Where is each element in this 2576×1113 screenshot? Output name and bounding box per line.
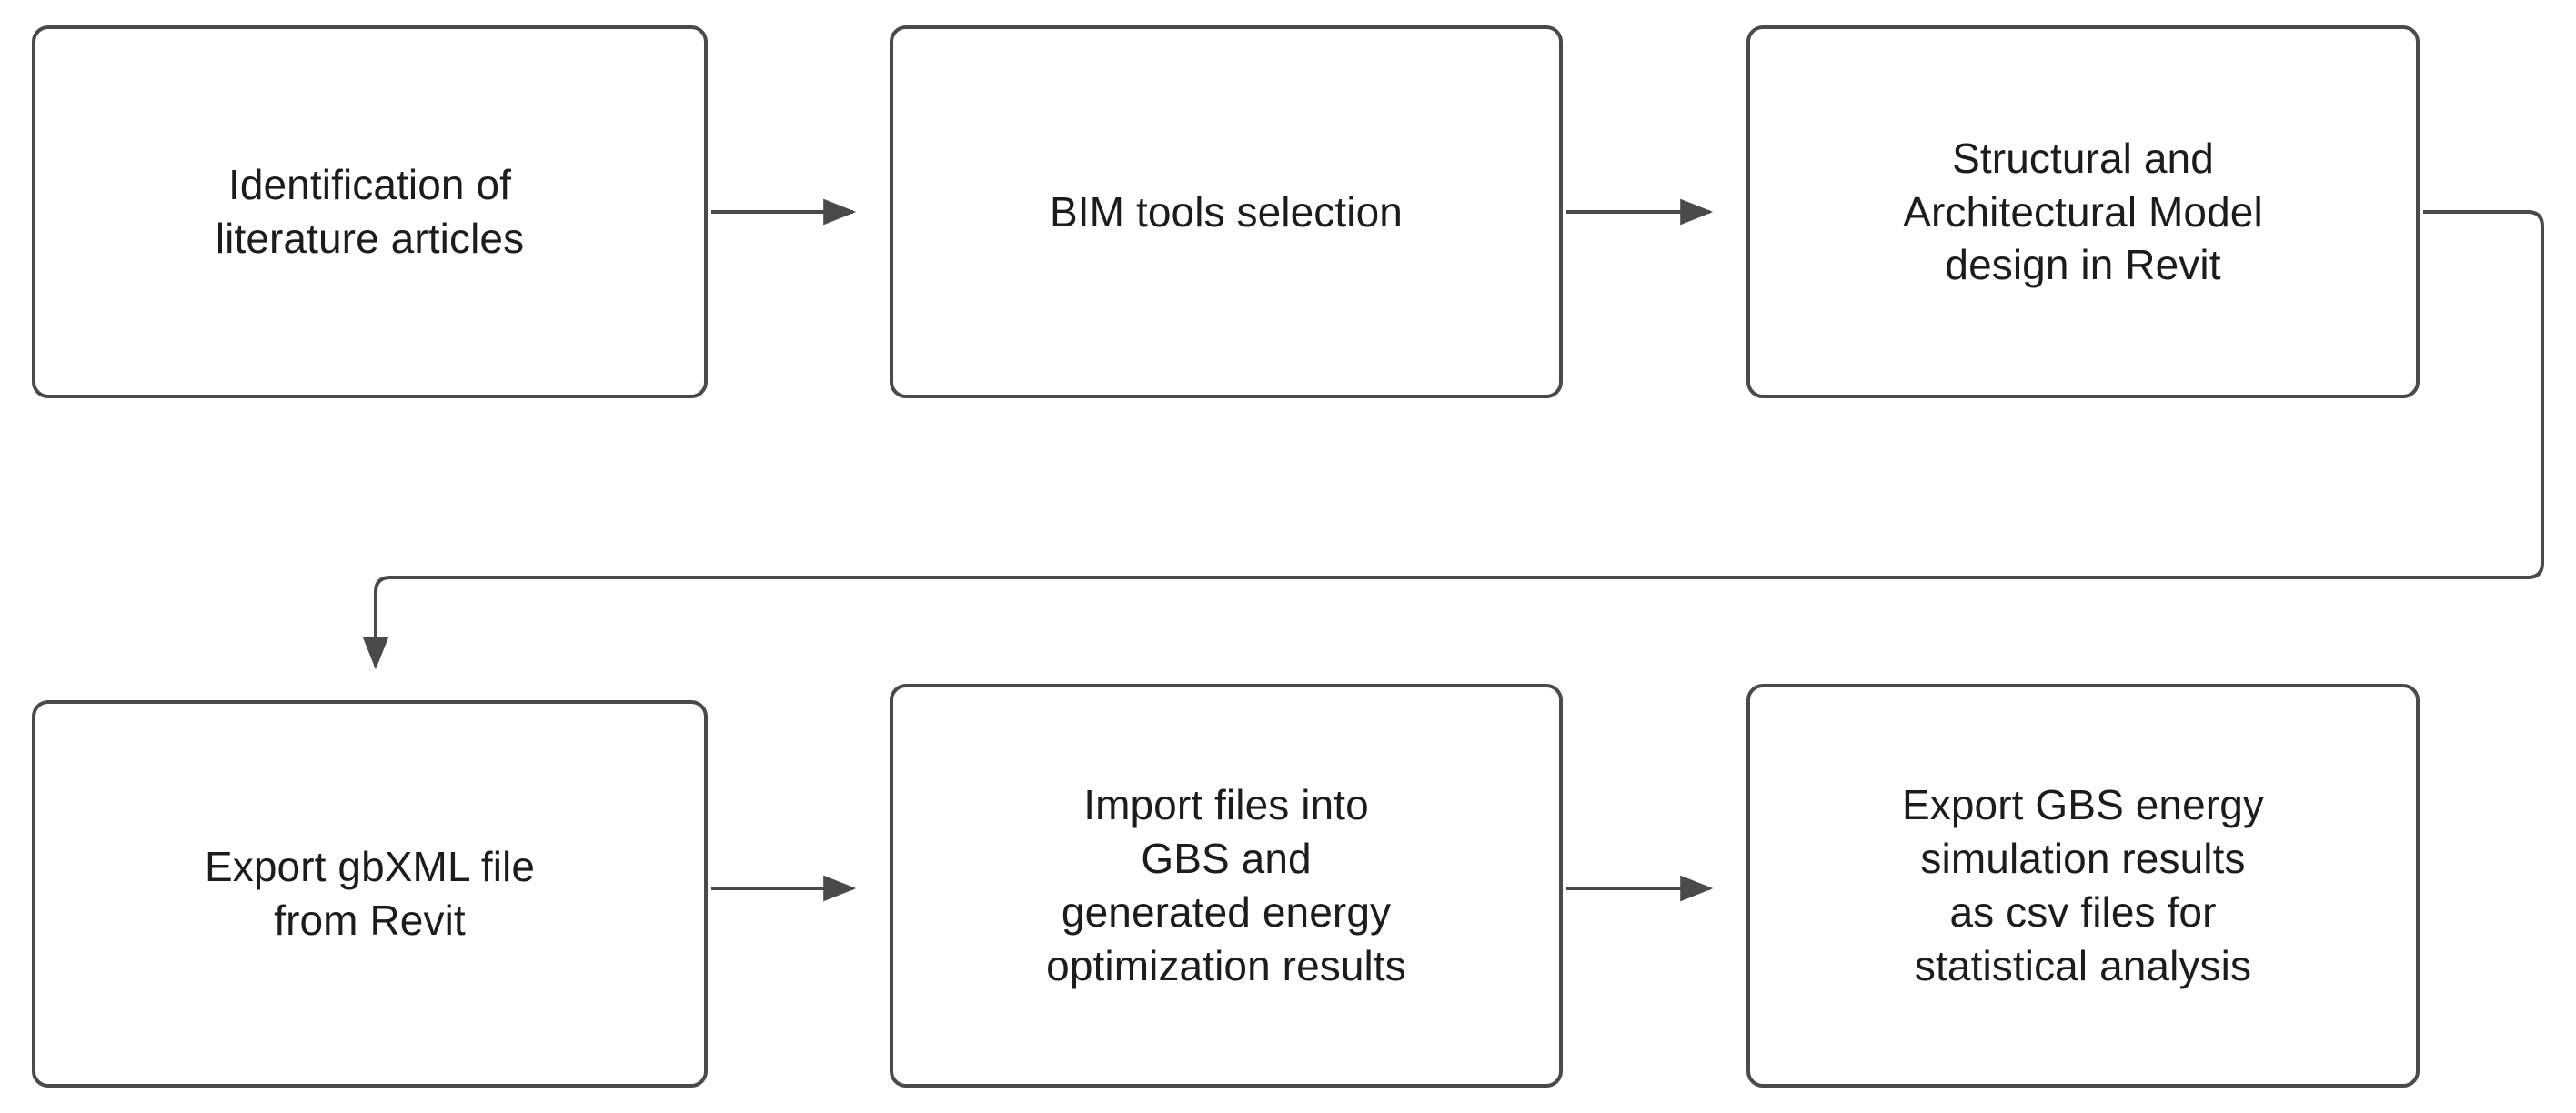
node-label: BIM tools selection <box>1050 187 1403 236</box>
node-export-gbxml-file-from-revit[interactable]: Export gbXML file from Revit <box>32 700 708 1088</box>
node-identification-of-literature-articles[interactable]: Identification of literature articles <box>32 25 708 398</box>
node-structural-architectural-model-design-in-revit[interactable]: Structural and Architectural Model desig… <box>1746 25 2420 398</box>
node-label: Export GBS energy simulation results as … <box>1901 781 2264 989</box>
node-bim-tools-selection[interactable]: BIM tools selection <box>890 25 1563 398</box>
node-label: Import files into GBS and generated ener… <box>1046 781 1406 989</box>
node-import-files-into-gbs-and-generated-energy-optimization-results[interactable]: Import files into GBS and generated ener… <box>890 684 1563 1088</box>
node-label: Identification of literature articles <box>215 161 525 262</box>
node-export-gbs-energy-simulation-results-as-csv-files-for-statistical-analysis[interactable]: Export GBS energy simulation results as … <box>1746 684 2420 1088</box>
node-label: Export gbXML file from Revit <box>204 843 536 944</box>
node-label: Structural and Architectural Model desig… <box>1903 134 2263 289</box>
